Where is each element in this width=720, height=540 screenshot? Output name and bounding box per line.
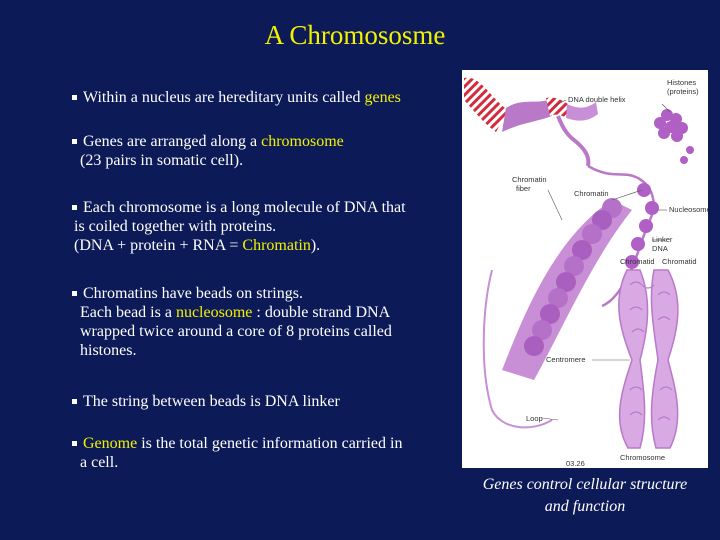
highlighted-term: Genome (83, 435, 138, 452)
highlighted-term: chromosome (261, 133, 344, 150)
bullet-chromosome: Genes are arranged along a chromosome(23… (70, 132, 455, 170)
highlighted-term: Chromatin (242, 237, 311, 254)
bullet-dna-linker: The string between beads is DNA linker (70, 392, 455, 411)
bullet-text: Within a nucleus are hereditary units ca… (83, 89, 365, 106)
label-centromere: Centromere (546, 355, 586, 364)
bullet-line: Each bead is a nucleosome : double stran… (70, 303, 455, 322)
bullet-line: Each chromosome is a long molecule of DN… (70, 198, 455, 217)
bullet-text: histones. (80, 342, 137, 359)
chromosome (618, 269, 679, 449)
bullet-text: Each chromosome is a long molecule of DN… (83, 199, 406, 216)
bullet-marker-icon (72, 138, 77, 144)
caption-line-1: Genes control cellular structure (482, 476, 688, 493)
bullet-text: : double strand DNA (252, 304, 391, 321)
label-linker-1: Linker (652, 235, 673, 244)
label-chromatin-fiber-2: fiber (516, 184, 531, 193)
bullet-line: Chromatins have beads on strings. (70, 284, 455, 303)
bullet-line: Genome is the total genetic information … (70, 434, 455, 453)
bullet-text: is the total genetic information carried… (137, 435, 403, 452)
bullet-dna-molecule: Each chromosome is a long molecule of DN… (70, 198, 455, 255)
dna-double-helix (464, 77, 598, 167)
figure-caption: Genes control cellular structure and fun… (460, 474, 710, 518)
bullet-line: Genes are arranged along a chromosome (70, 132, 455, 151)
bullet-text: a cell. (80, 454, 119, 471)
bullet-line: (23 pairs in somatic cell). (70, 151, 455, 170)
label-linker-2: DNA (652, 244, 668, 253)
bullet-marker-icon (72, 204, 77, 210)
bullet-text: wrapped twice around a core of 8 protein… (80, 323, 392, 340)
label-chromatin: Chromatin (574, 189, 609, 198)
bullet-line: Within a nucleus are hereditary units ca… (70, 88, 455, 107)
label-proteins: (proteins) (667, 87, 699, 96)
bullet-line: is coiled together with proteins. (70, 217, 455, 236)
label-chromosome: Chromosome (620, 453, 665, 462)
chromosome-illustration: Histones (proteins) DNA double helix Chr… (464, 77, 708, 468)
label-chromatin-fiber-1: Chromatin (512, 175, 547, 184)
caption-line-2: and function (544, 498, 626, 515)
bullet-line: wrapped twice around a core of 8 protein… (70, 322, 455, 341)
chromatin-fiber (482, 198, 632, 429)
bullet-text: ). (310, 237, 321, 254)
bullet-line: histones. (70, 341, 455, 360)
bullet-nucleosome: Chromatins have beads on strings.Each be… (70, 284, 455, 360)
label-dna-helix: DNA double helix (568, 95, 626, 104)
bullet-line: a cell. (70, 453, 455, 472)
label-nucleosome: Nucleosome (669, 205, 708, 214)
bullet-line: (DNA + protein + RNA = Chromatin). (70, 236, 455, 255)
bullet-text: Genes are arranged along a (83, 133, 262, 150)
bullet-text: The string between beads is DNA linker (83, 393, 340, 410)
label-histones: Histones (667, 78, 696, 87)
bullet-genes: Within a nucleus are hereditary units ca… (70, 88, 455, 107)
bullet-text: (23 pairs in somatic cell). (80, 152, 244, 169)
label-figure-code: 03.26 (566, 459, 585, 468)
bullet-text: Chromatins have beads on strings. (83, 285, 303, 302)
bullet-line: The string between beads is DNA linker (70, 392, 455, 411)
bullet-text: is coiled together with proteins. (74, 218, 277, 235)
bullet-text: Each bead is a (80, 304, 176, 321)
histone-cluster (654, 109, 694, 164)
chromosome-diagram: Histones (proteins) DNA double helix Chr… (462, 70, 708, 468)
bullet-text: (DNA + protein + RNA = (74, 237, 243, 254)
bullet-marker-icon (72, 94, 77, 100)
bullet-marker-icon (72, 398, 77, 404)
highlighted-term: genes (364, 89, 401, 106)
bullet-marker-icon (72, 440, 77, 446)
label-chromatid-left: Chromatid (620, 257, 655, 266)
label-loop: Loop (526, 414, 543, 423)
slide-title: A Chromososme (264, 20, 446, 50)
bullet-genome: Genome is the total genetic information … (70, 434, 455, 472)
bullet-marker-icon (72, 290, 77, 296)
label-chromatid-right: Chromatid (662, 257, 697, 266)
highlighted-term: nucleosome (175, 304, 253, 321)
